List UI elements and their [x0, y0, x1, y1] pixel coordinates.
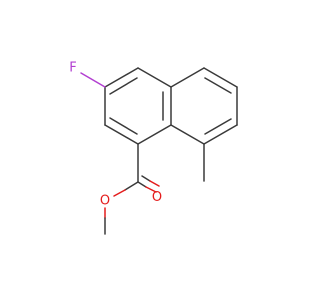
fluorine-label: F: [69, 61, 76, 76]
bond-c1-c2: [104, 124, 139, 145]
bond-c3-f: [80, 72, 106, 88]
bond-c8-c8a: [170, 124, 205, 145]
bond-c3-c4: [104, 67, 139, 88]
bond-c3-c4-inner: [109, 77, 138, 95]
bond-c5-c6: [203, 67, 238, 88]
bond-c1-c2-inner: [109, 117, 138, 135]
bond-c7-c8: [203, 124, 238, 145]
bond-carbonyl-o-double-c: [141, 175, 151, 182]
carbonyl-oxygen-label: O: [152, 190, 162, 205]
bond-c8a-c1: [137, 124, 172, 145]
bond-carbonyl-oester-b: [113, 189, 126, 197]
bond-c7-c8-inner: [204, 118, 232, 135]
bond-c4a-c5: [170, 67, 205, 88]
bond-carbonyl-oester-a: [124, 181, 139, 191]
bond-c4-c4a: [137, 67, 172, 88]
ester-oxygen-label: O: [100, 194, 110, 209]
bond-carbonyl-o-double-d: [149, 180, 160, 187]
bond-carbonyl-o-double-b: [145, 186, 157, 193]
structure-canvas: F O O: [69, 60, 238, 235]
bond-carbonyl-o-double-a: [137, 181, 147, 188]
bond-c5-c6-inner: [204, 77, 232, 94]
molecule-drawing: F O O: [69, 61, 238, 235]
